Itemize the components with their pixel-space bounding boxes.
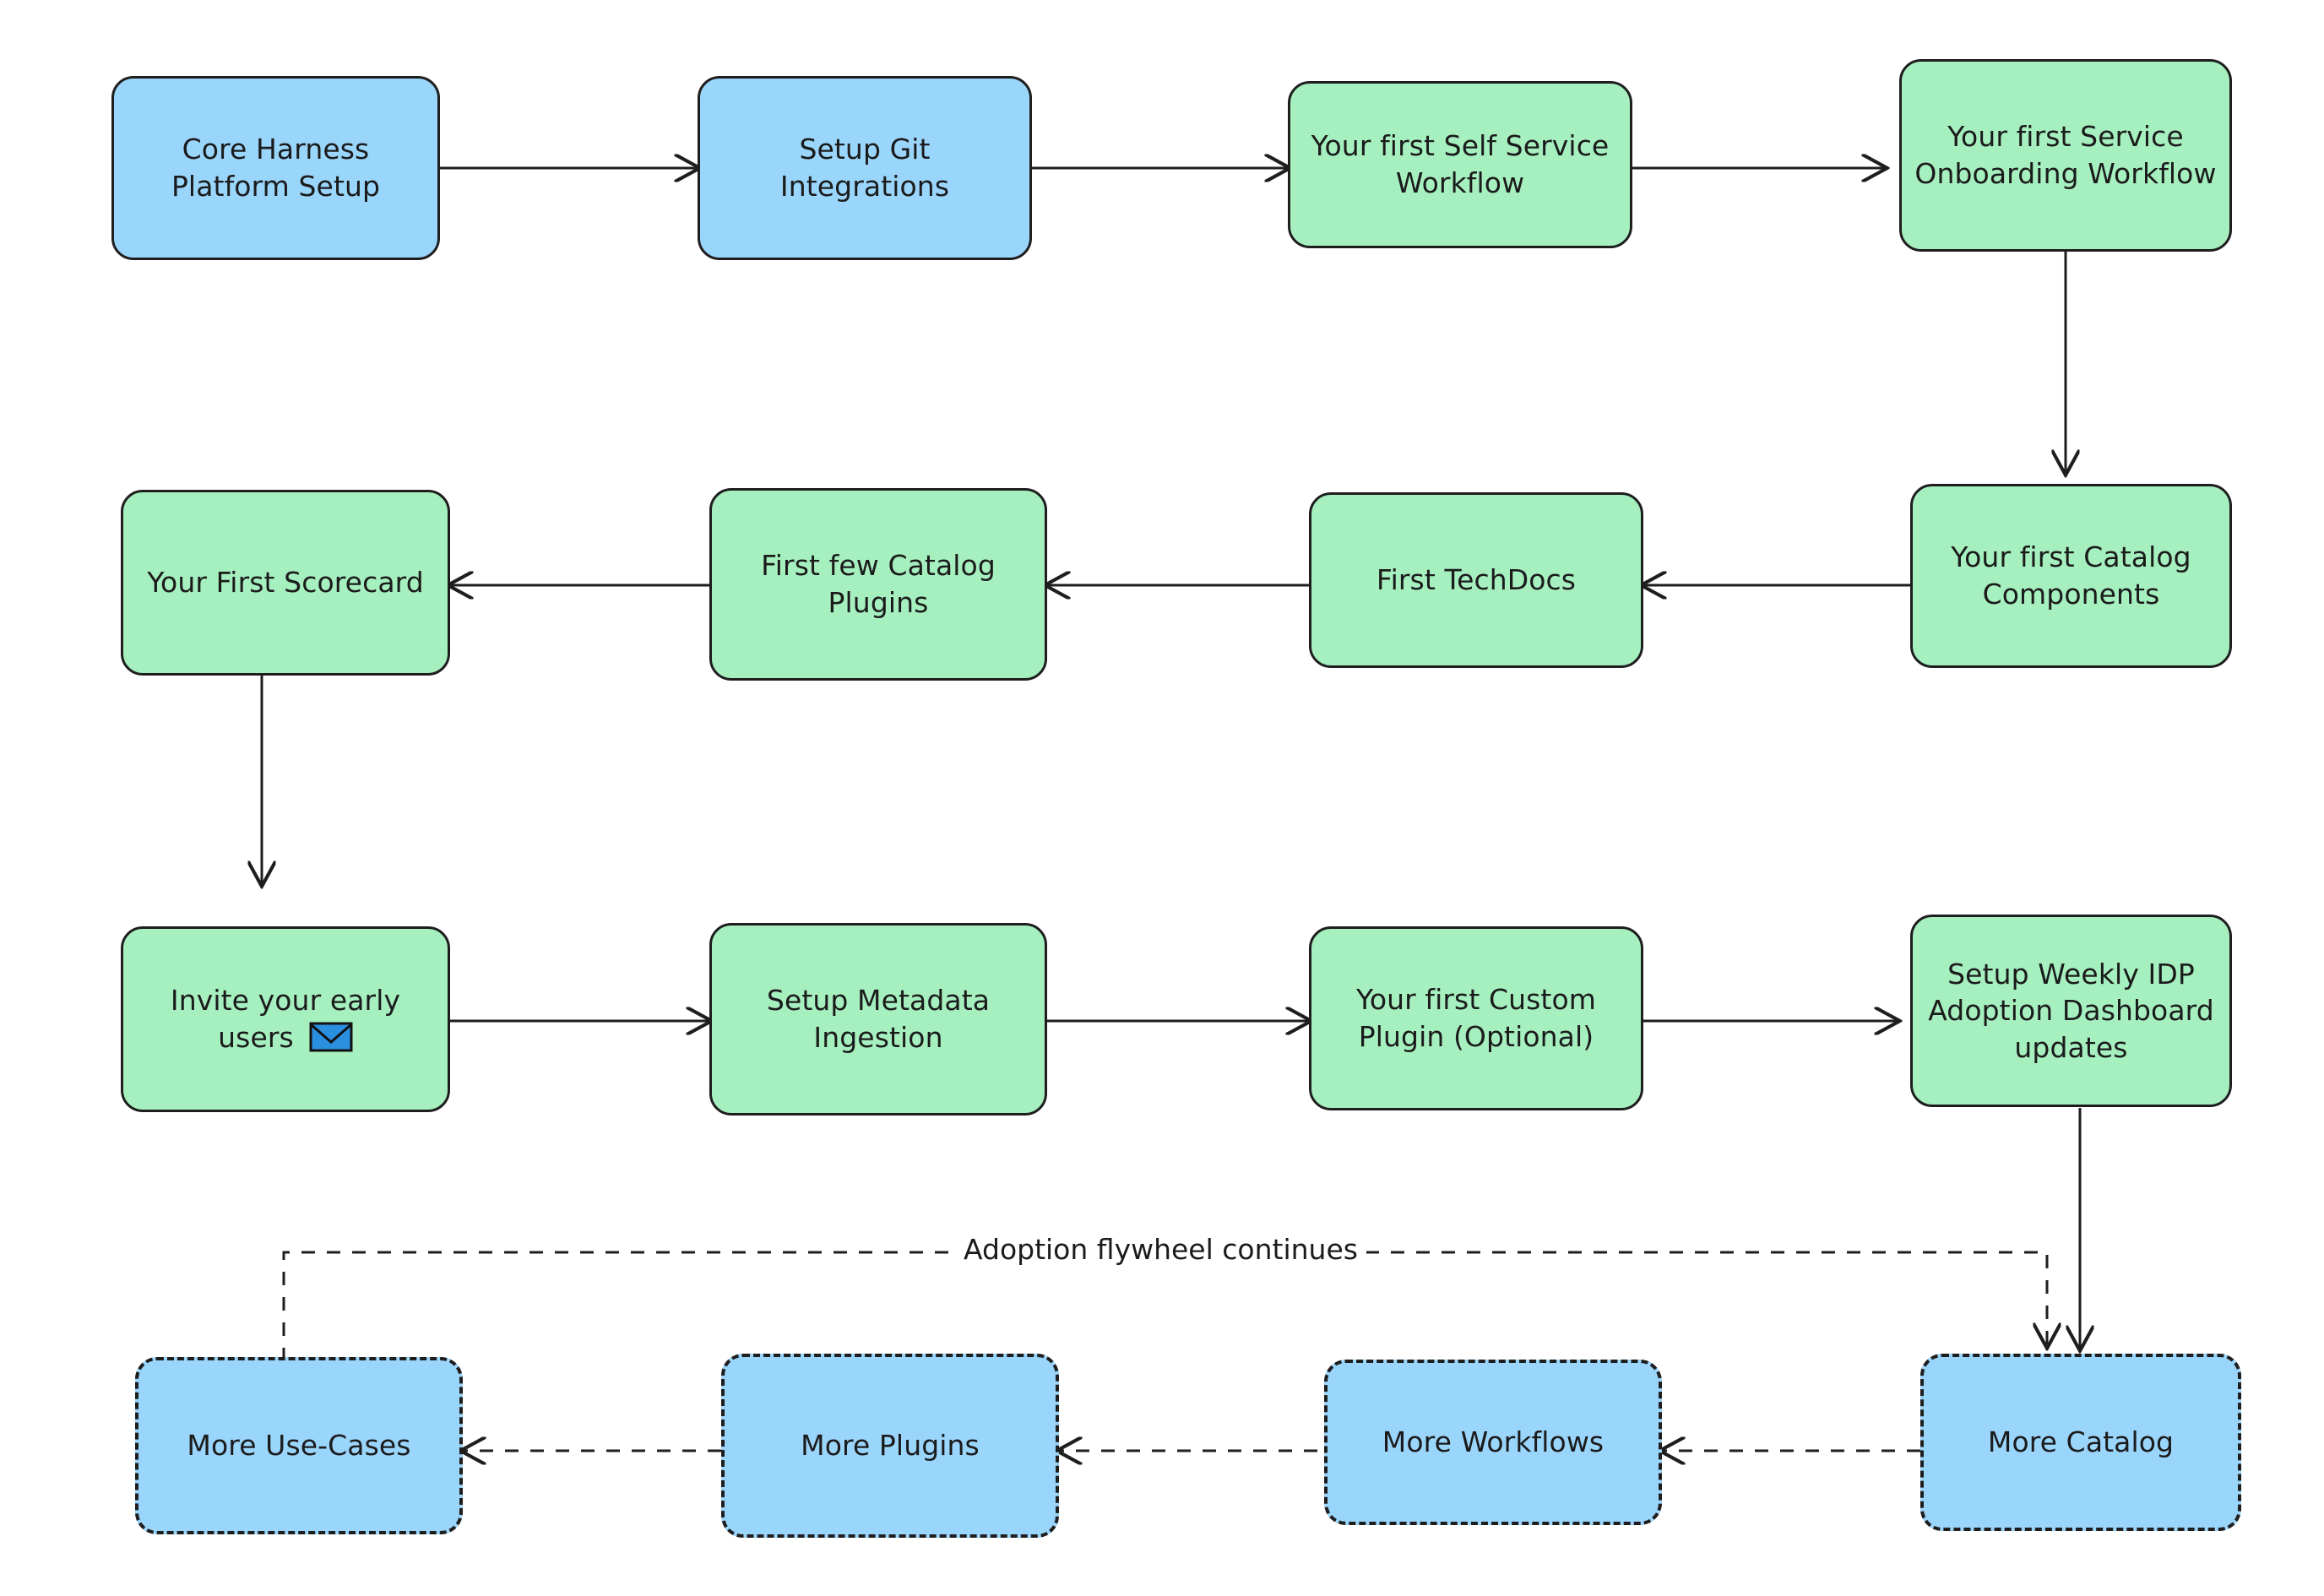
node-label: Core Harness Platform Setup	[171, 133, 381, 203]
node-label: Your first Service Onboarding Workflow	[1914, 120, 2217, 190]
node-label: First TechDocs	[1376, 563, 1577, 597]
node-more-plugins[interactable]: More Plugins	[721, 1354, 1059, 1538]
node-invite-your-early-users[interactable]: Invite your early users	[121, 926, 450, 1112]
node-more-catalog[interactable]: More Catalog	[1920, 1354, 2241, 1531]
node-label: More Use-Cases	[187, 1429, 411, 1463]
envelope-icon	[309, 1022, 353, 1052]
node-your-first-scorecard[interactable]: Your First Scorecard	[121, 490, 450, 676]
node-label: Setup Git Integrations	[779, 133, 950, 203]
node-label: More Workflows	[1382, 1425, 1605, 1459]
node-label: Your First Scorecard	[147, 566, 424, 600]
node-more-use-cases[interactable]: More Use-Cases	[135, 1357, 463, 1534]
node-more-workflows[interactable]: More Workflows	[1324, 1360, 1662, 1525]
node-your-first-self-service-workflow[interactable]: Your first Self Service Workflow	[1288, 81, 1632, 248]
node-label: Setup Metadata Ingestion	[766, 984, 991, 1054]
node-setup-weekly-idp-adoption-dashboard-updates[interactable]: Setup Weekly IDP Adoption Dashboard upda…	[1910, 915, 2232, 1107]
node-label: First few Catalog Plugins	[761, 549, 996, 619]
edge-flywheel-loop	[282, 1251, 2047, 1361]
envelope-icon-svg	[309, 1022, 353, 1052]
node-setup-metadata-ingestion[interactable]: Setup Metadata Ingestion	[709, 923, 1047, 1116]
node-label: Your first Self Service Workflow	[1311, 129, 1610, 199]
node-your-first-custom-plugin[interactable]: Your first Custom Plugin (Optional)	[1309, 926, 1643, 1110]
node-first-techdocs[interactable]: First TechDocs	[1309, 492, 1643, 668]
node-label: More Catalog	[1987, 1425, 2175, 1459]
node-label: More Plugins	[801, 1429, 980, 1463]
node-your-first-catalog-components[interactable]: Your first Catalog Components	[1910, 484, 2232, 668]
node-label: Your first Catalog Components	[1951, 540, 2191, 611]
node-first-few-catalog-plugins[interactable]: First few Catalog Plugins	[709, 488, 1047, 681]
node-your-first-service-onboarding-workflow[interactable]: Your first Service Onboarding Workflow	[1899, 59, 2232, 252]
node-setup-git-integrations[interactable]: Setup Git Integrations	[698, 76, 1032, 260]
node-label: Your first Custom Plugin (Optional)	[1355, 983, 1597, 1053]
node-label: Invite your early users	[170, 984, 401, 1054]
edge-label-adoption-flywheel: Adoption flywheel continues	[955, 1233, 1366, 1266]
node-label: Setup Weekly IDP Adoption Dashboard upda…	[1928, 957, 2214, 1064]
node-core-harness-platform-setup[interactable]: Core Harness Platform Setup	[111, 76, 440, 260]
